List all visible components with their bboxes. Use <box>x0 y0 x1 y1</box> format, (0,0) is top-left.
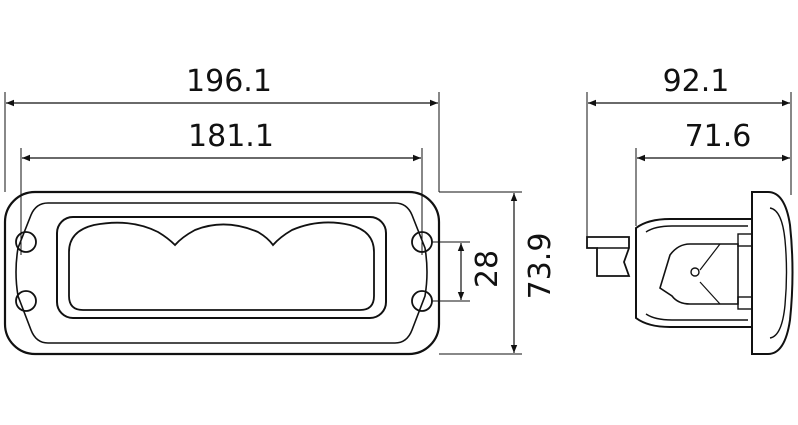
lens-bezel <box>56 216 387 319</box>
front-inner-width-dimension: 181.1 <box>20 119 423 255</box>
front-view <box>3 190 441 356</box>
mount-hole-bottom-left <box>15 290 37 312</box>
body-rib <box>659 243 739 305</box>
side-screw <box>690 267 700 277</box>
mounting-bracket <box>586 236 631 277</box>
housing-outline <box>3 190 441 356</box>
side-view <box>586 191 794 355</box>
side-overall-depth-label: 92.1 <box>663 64 730 99</box>
side-body-depth-label: 71.6 <box>685 119 752 154</box>
side-body <box>635 218 753 328</box>
mount-hole-bottom-right <box>411 290 433 312</box>
hole-spacing-label: 28 <box>470 250 505 288</box>
side-overall-depth-dimension: 92.1 <box>586 64 792 240</box>
front-inner-width-label: 181.1 <box>188 119 274 154</box>
clip-top <box>737 233 753 247</box>
side-body-depth-dimension: 71.6 <box>635 119 790 226</box>
front-width-dimension: 196.1 <box>4 64 440 192</box>
hole-spacing-dimension: 28 <box>432 241 505 302</box>
front-overall-width-label: 196.1 <box>186 64 272 99</box>
clip-bottom <box>737 296 753 310</box>
overall-height-dimension: 73.9 <box>439 191 558 355</box>
side-lens-face <box>751 191 794 355</box>
mount-hole-top-left <box>15 231 37 253</box>
lens-window <box>68 221 375 311</box>
overall-height-label: 73.9 <box>523 233 558 300</box>
